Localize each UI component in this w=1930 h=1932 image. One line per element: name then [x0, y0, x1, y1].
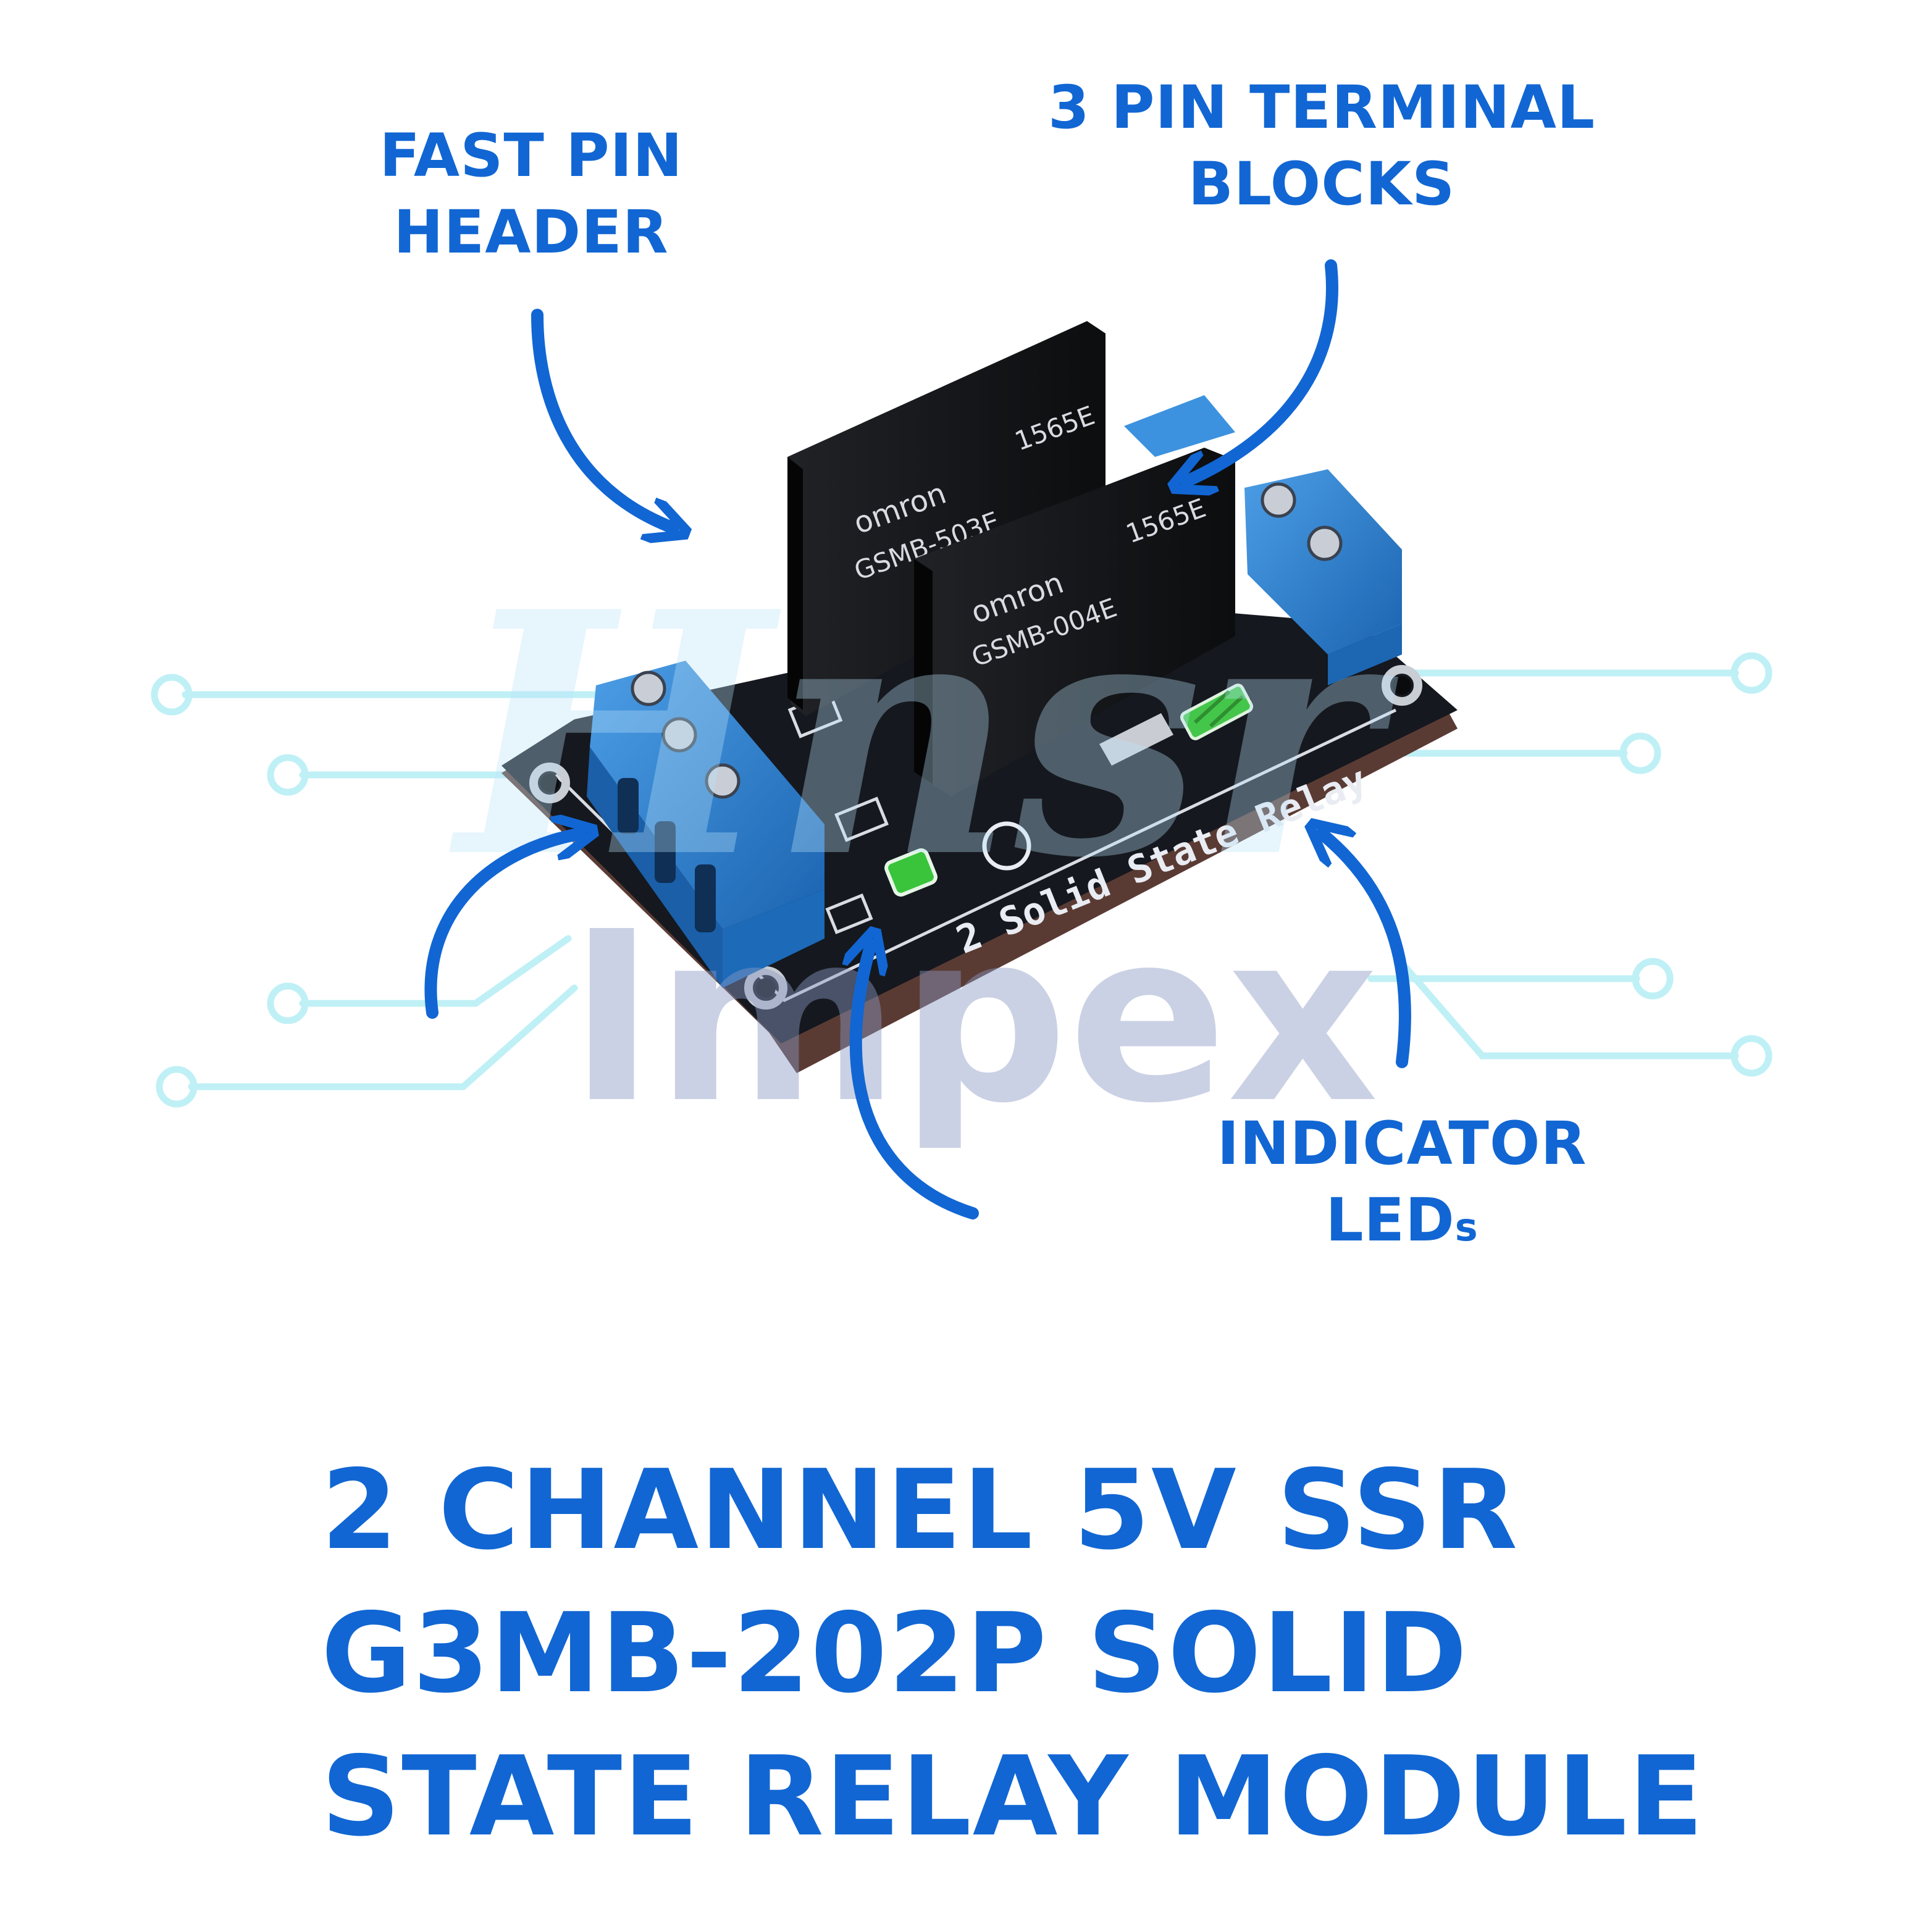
- relay-front: omron 1565E GSMB-004E: [914, 448, 1235, 797]
- smd-component: [834, 797, 889, 842]
- callout-pin-header: FAST PIN HEADER: [346, 117, 716, 270]
- arrow-terminal-blocks: [1186, 259, 1338, 482]
- arrow-led-right: [1322, 834, 1411, 1068]
- relay-back: omron 1565E GSMB-503E: [787, 321, 1106, 716]
- relay-module-board: 2 Solid State Relay: [501, 321, 1458, 1073]
- watermark-line2: Impex: [568, 881, 1378, 1155]
- callout-indicator-leds-main: LED: [1325, 1186, 1455, 1255]
- product-title-line1: 2 CHANNEL 5V SSR: [321, 1446, 1519, 1574]
- callout-terminal-blocks: 3 PIN TERMINAL BLOCKS: [1038, 69, 1606, 222]
- watermark-logo: Hnsr Impex: [447, 540, 1400, 1155]
- product-title-line3: STATE RELAY MODULE: [321, 1733, 1705, 1860]
- callout-indicator-leds-suffix: s: [1454, 1205, 1479, 1250]
- terminal-block-left: [587, 661, 824, 988]
- arrow-led-left: [856, 945, 979, 1219]
- mounting-hole: [744, 966, 787, 1010]
- product-title-line2: G3MB-202P SOLID: [321, 1589, 1469, 1717]
- watermark-line1: Hnsr: [447, 540, 1400, 931]
- indicator-led: [1180, 684, 1254, 740]
- callout-indicator-leds: INDICATOR LEDs: [1167, 1105, 1637, 1266]
- callout-terminal-blocks-line1: 3 PIN TERMINAL: [1047, 73, 1596, 142]
- arrow-left-terminal: [424, 834, 581, 1019]
- callout-pin-header-line1: FAST PIN: [379, 121, 683, 190]
- callout-arrows: [424, 259, 1411, 1219]
- callout-terminal-blocks-line2: BLOCKS: [1188, 149, 1456, 219]
- arrow-pin-header: [531, 309, 673, 528]
- mounting-hole: [1382, 665, 1422, 706]
- callout-indicator-leds-line1: INDICATOR: [1217, 1109, 1587, 1178]
- terminal-block-right: [1124, 395, 1402, 685]
- callout-indicator-leds-line2: LEDs: [1167, 1182, 1637, 1266]
- indicator-led: [884, 848, 938, 897]
- mounting-hole: [529, 763, 570, 803]
- smd-component: [1099, 713, 1173, 766]
- product-title: 2 CHANNEL 5V SSR G3MB-202P SOLID STATE R…: [321, 1439, 1902, 1868]
- callout-pin-header-line2: HEADER: [393, 198, 669, 267]
- silkscreen-logo: [982, 821, 1031, 871]
